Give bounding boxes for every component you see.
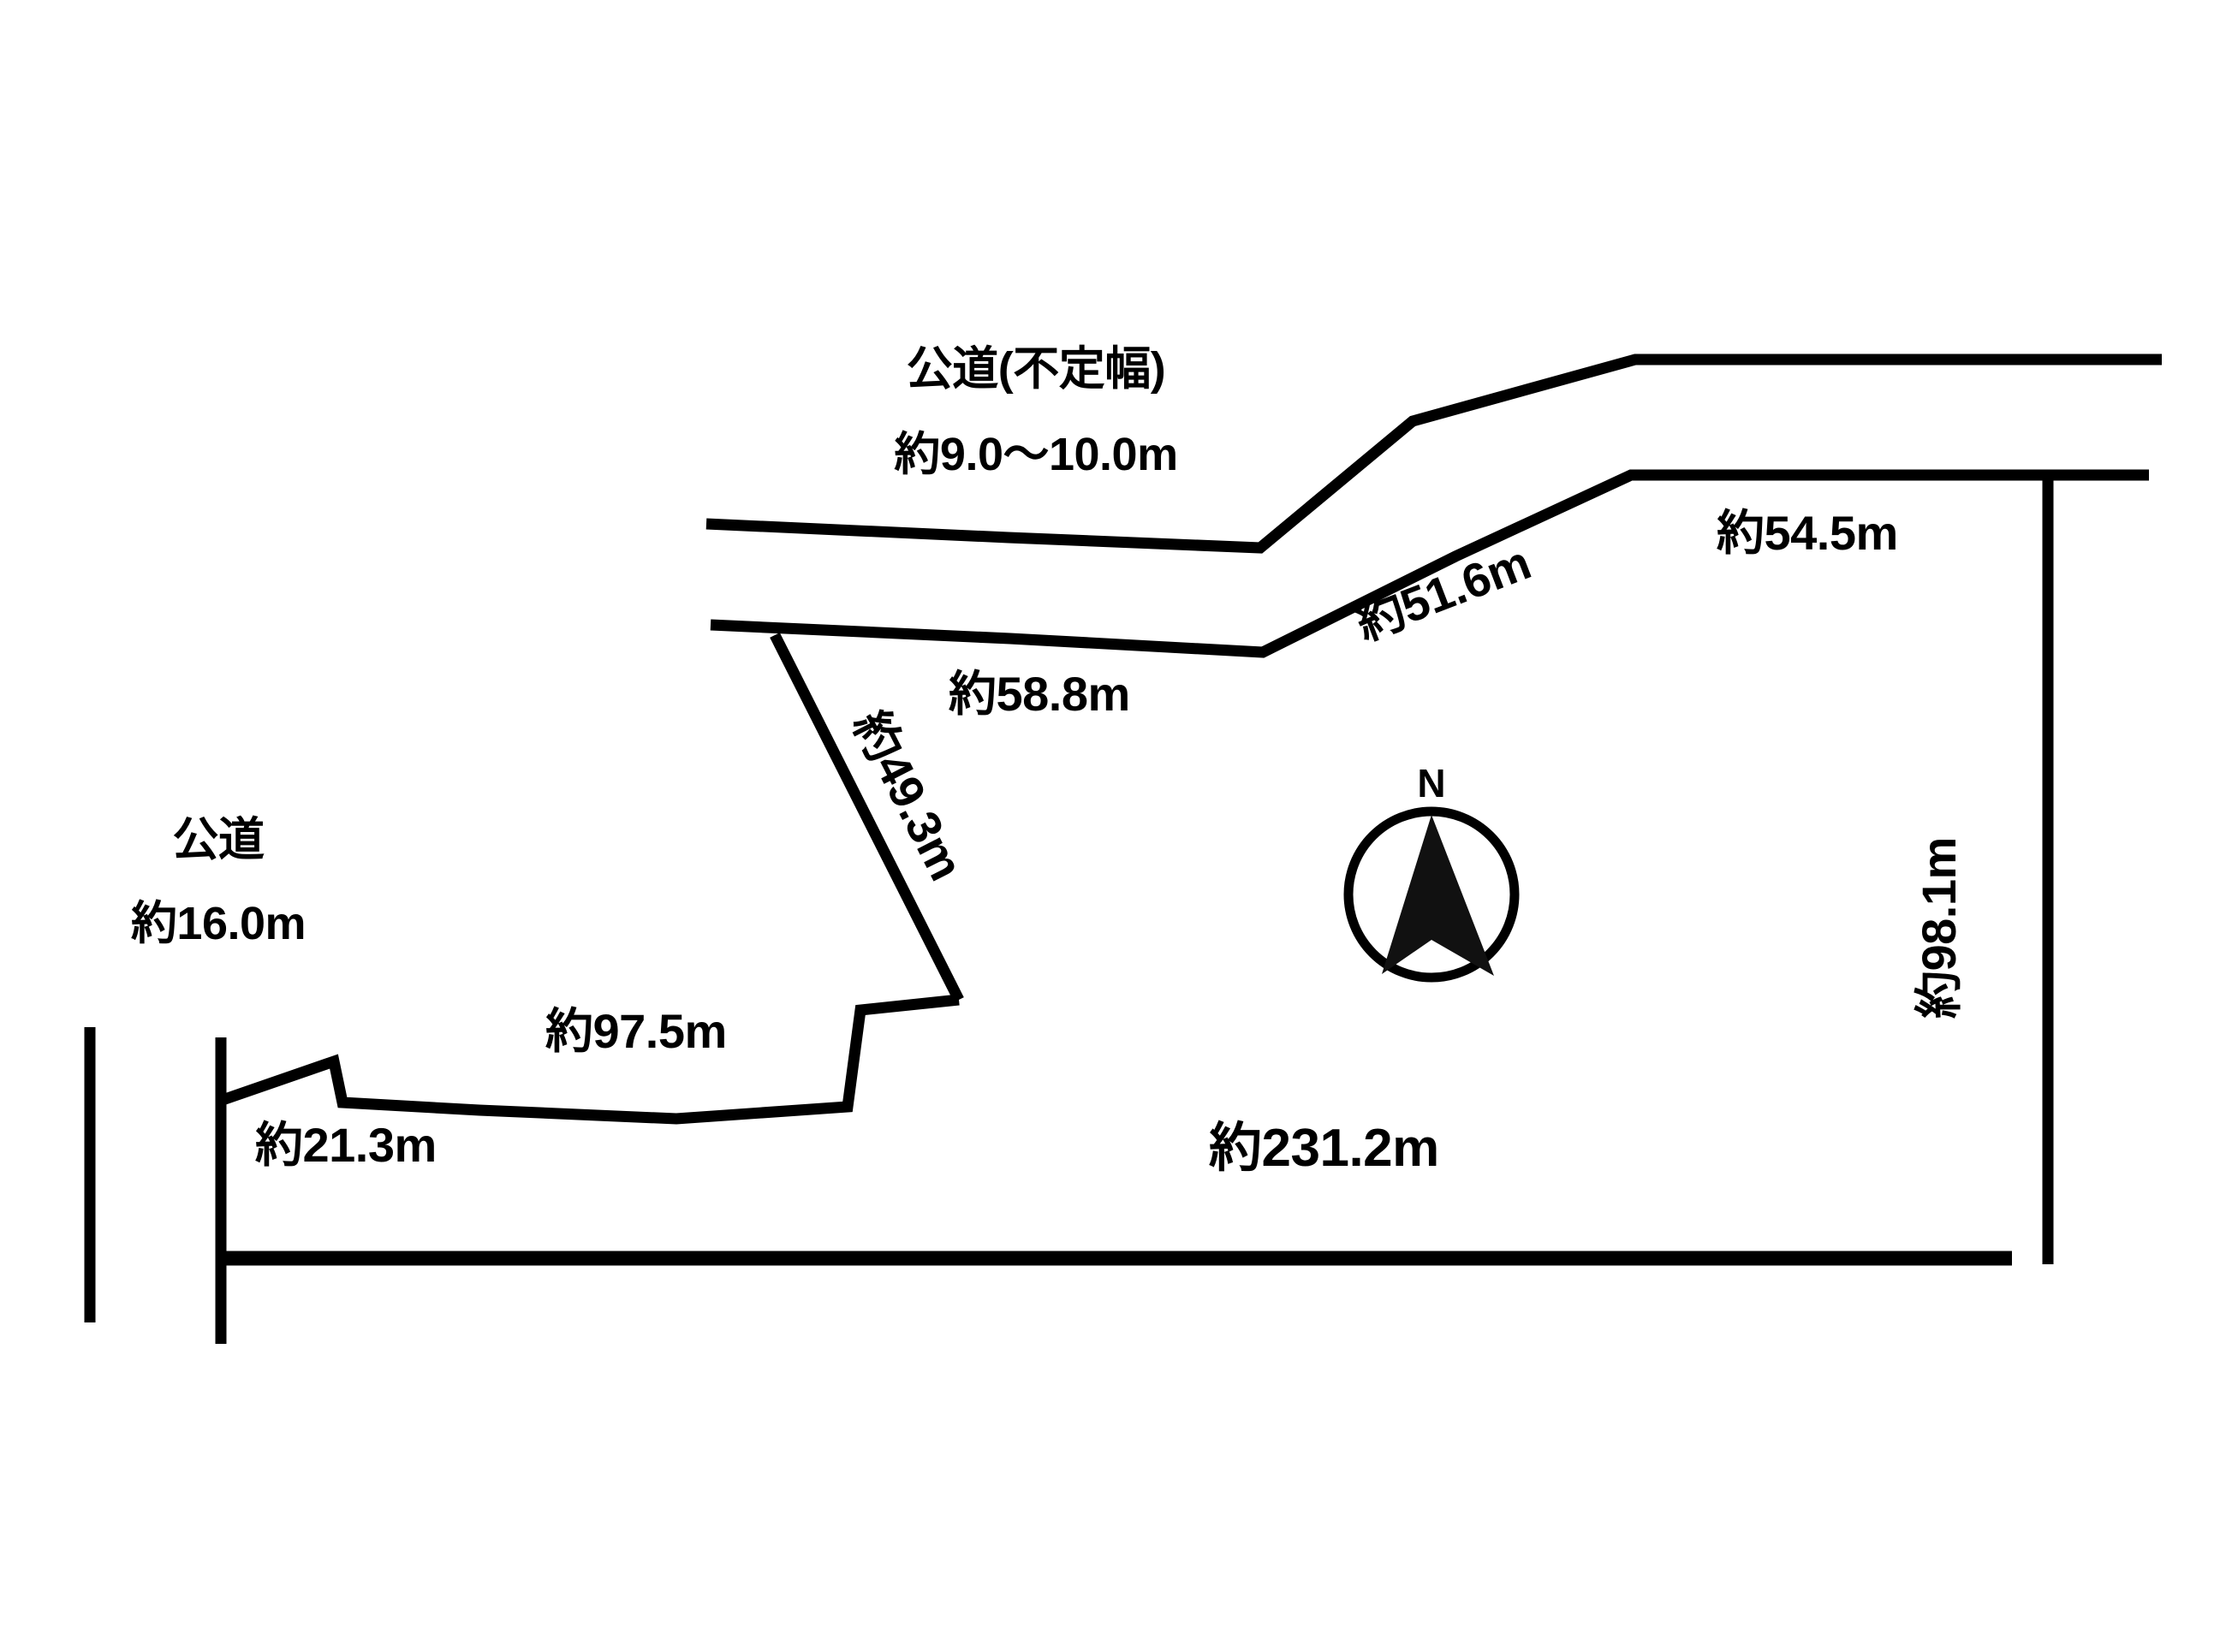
dimension-label-north-boundary: 約58.8m [949, 667, 1130, 721]
west-road-width-label: 約16.0m [130, 898, 307, 949]
compass-rose: N [1333, 760, 1530, 1008]
north-arrow-icon [1343, 806, 1520, 983]
north-road-far-edge-line [705, 354, 2162, 554]
west-road-name-label: 公道 [172, 814, 265, 865]
dimension-label-west-boundary: 約21.3m [255, 1118, 437, 1172]
compass-north-letter: N [1417, 761, 1446, 805]
dimension-label-south-boundary: 約231.2m [1209, 1119, 1439, 1178]
north-road-width-label: 約9.0～10.0m [894, 429, 1178, 480]
north-boundary-line [710, 469, 2149, 658]
west-upper-diagonal-line [770, 633, 964, 1002]
dimension-label-northwest-zigzag: 約97.5m [545, 1004, 727, 1058]
dimension-label-north-east-upper: 約54.5m [1717, 506, 1898, 560]
northwest-zigzag-boundary-line [220, 994, 960, 1125]
north-road-name-label: 公道(不定幅) [906, 343, 1166, 395]
dimension-label-east-boundary: 約98.1m [1912, 837, 1966, 1019]
